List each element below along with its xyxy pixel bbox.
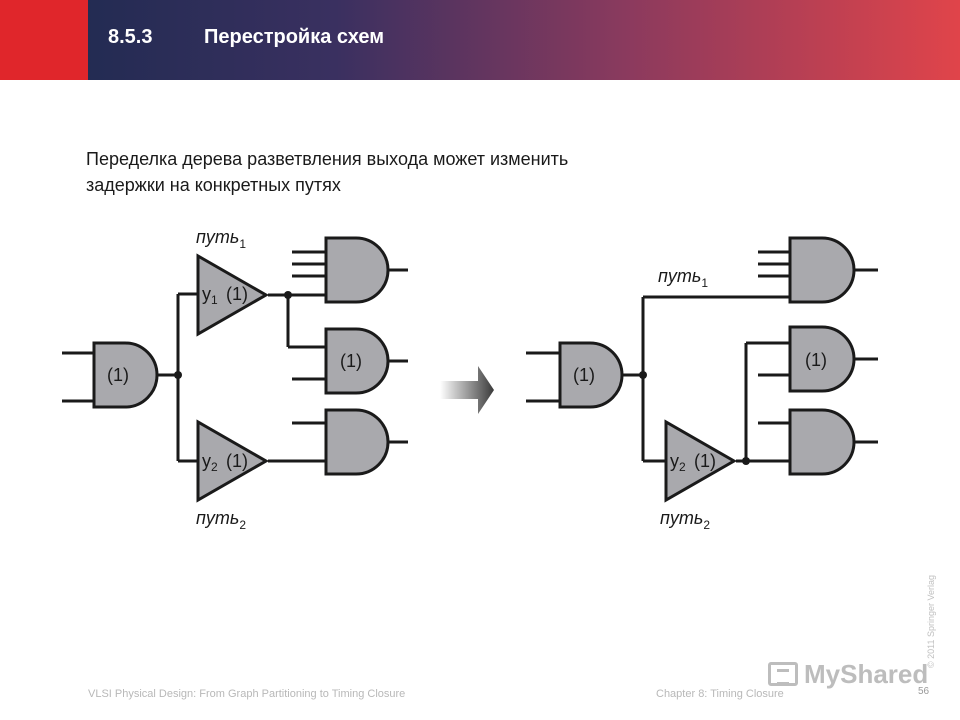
right-circuit <box>526 250 878 463</box>
intro-line-1: Переделка дерева разветвления выхода мож… <box>86 149 569 169</box>
left-path-1-label: путь1 <box>196 227 246 251</box>
right-source-and-gate <box>558 341 624 409</box>
right-bottom-and-gate <box>788 408 856 476</box>
right-source-gate-label: (1) <box>573 365 595 385</box>
left-buffer-2 <box>196 419 270 503</box>
right-buffer-2-label: (1) <box>694 451 716 471</box>
watermark-icon <box>768 662 798 686</box>
right-buffer-junction-dot <box>742 457 750 465</box>
transition-arrow-icon <box>440 366 494 414</box>
left-circuit <box>62 250 408 463</box>
right-gates <box>558 236 856 503</box>
intro-line-2: задержки на конкретных путях <box>86 175 341 195</box>
watermark-logo: MyShared <box>768 658 928 690</box>
copyright-text: © 2011 Springer Verlag <box>926 574 936 668</box>
left-buffer-1 <box>196 253 270 337</box>
right-junction-dot <box>639 371 647 379</box>
left-buffer-2-label: (1) <box>226 451 248 471</box>
right-top-and-gate <box>788 236 856 304</box>
left-path-2-label: путь2 <box>196 508 246 532</box>
left-top-and-gate <box>324 236 390 304</box>
slide-title: Перестройка схем <box>204 26 385 48</box>
left-buffer-1-label: (1) <box>226 284 248 304</box>
section-number: 8.5.3 <box>108 26 153 48</box>
header-accent-block <box>0 0 88 80</box>
footer-book-title: VLSI Physical Design: From Graph Partiti… <box>88 688 406 700</box>
left-buffer-junction-dot <box>284 291 292 299</box>
intro-text: Переделка дерева разветвления выхода мож… <box>86 146 766 198</box>
slide-header: 8.5.3 Перестройка схем <box>0 0 960 80</box>
left-y2-label: y2 <box>202 451 218 474</box>
left-gates <box>92 236 390 503</box>
left-bottom-and-gate <box>324 408 390 476</box>
watermark-text: MyShared <box>804 658 929 689</box>
left-junction-dot <box>174 371 182 379</box>
right-path-2-label: путь2 <box>660 508 710 532</box>
left-source-and-gate <box>92 341 159 409</box>
left-mid-gate-label: (1) <box>340 351 362 371</box>
left-y1-label: y1 <box>202 284 218 307</box>
footer-chapter: Chapter 8: Timing Closure <box>656 688 784 700</box>
right-mid-gate-label: (1) <box>805 350 827 370</box>
left-mid-and-gate <box>324 327 390 395</box>
page-number: 56 <box>918 686 930 697</box>
left-source-gate-label: (1) <box>107 365 129 385</box>
right-mid-and-gate <box>788 325 856 393</box>
right-buffer-2 <box>664 419 738 503</box>
right-y2-label: y2 <box>670 451 686 474</box>
right-path-1-label: путь1 <box>658 266 708 290</box>
